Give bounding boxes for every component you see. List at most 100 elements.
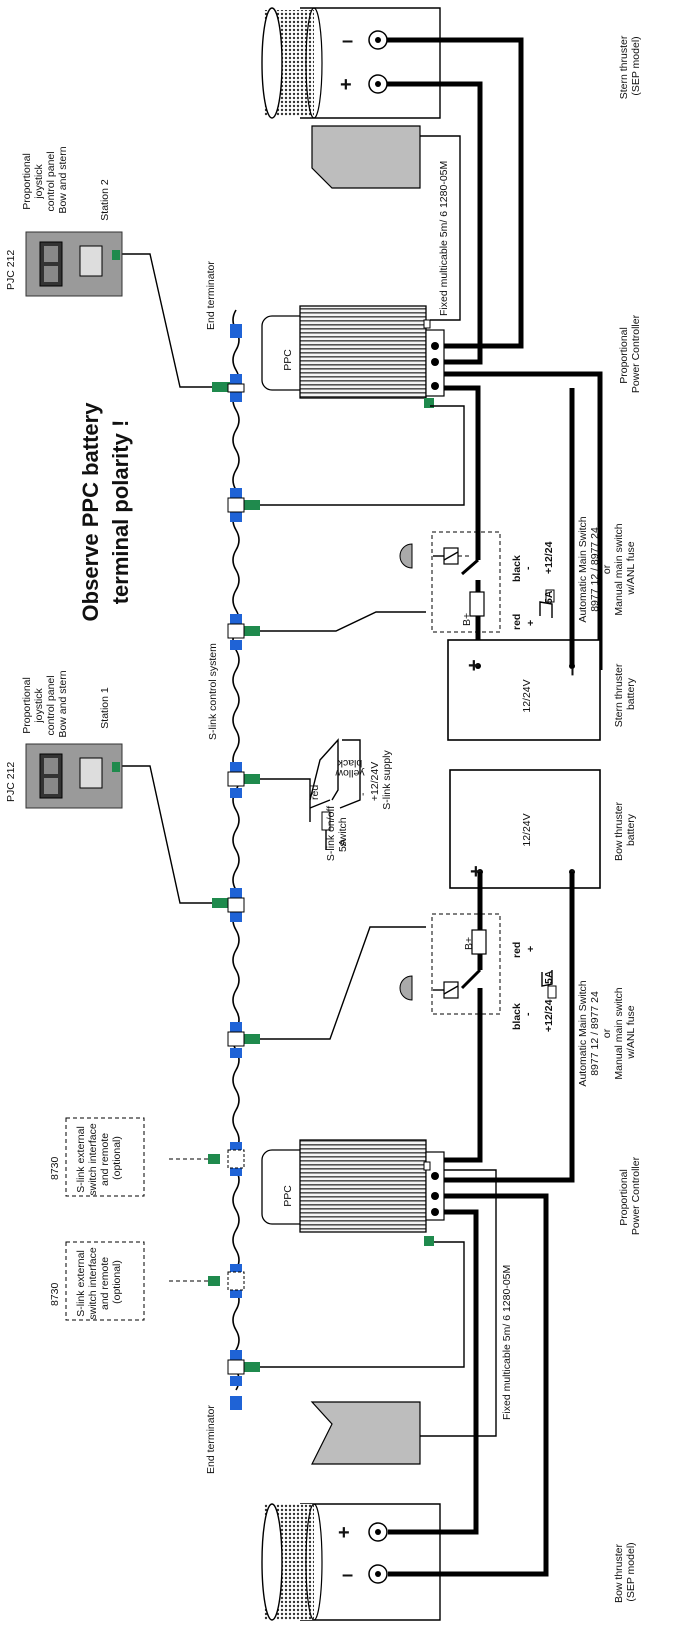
stern-switch-knob-icon <box>399 543 413 569</box>
stern-ppc: PPC <box>261 305 445 408</box>
svg-text:S-link external switch i: S-link external switch interface and rem… <box>75 1244 123 1319</box>
bow-switch-minus: - <box>522 1012 534 1016</box>
interface1-desc-2: switch interface <box>87 1123 99 1196</box>
svg-text:Proportional joystick: Proportional joystick control panel Bow … <box>21 670 69 737</box>
end-terminator-bottom-icon <box>230 1396 242 1410</box>
stern-main-switch-2: 8977 12 / 8977 24 <box>589 527 601 612</box>
station2-desc-4: Bow and stern <box>57 146 69 213</box>
end-terminator-bottom-label: End terminator <box>205 1405 217 1474</box>
tee-7-optional <box>208 1142 245 1176</box>
bow-wire-black: black <box>511 1003 523 1030</box>
station1-desc-1: Proportional <box>21 677 33 734</box>
svg-text:S-link on/off switch: S-link on/off switch <box>325 803 349 861</box>
bow-thruster-label-2: (SEP model) <box>625 1542 637 1601</box>
bow-battery-label-1: Bow thruster <box>613 801 625 860</box>
stern-wire-black: black <box>511 555 523 582</box>
slink-red: red <box>309 785 321 800</box>
stern-battery-voltage: 12/24V <box>521 679 533 712</box>
interface2-desc-2: switch interface <box>87 1247 99 1320</box>
end-terminator-top-icon <box>230 324 242 338</box>
bow-wire-red: red <box>511 942 523 958</box>
stern-thruster-plus: + <box>340 74 352 96</box>
bow-thruster-minus: – <box>342 1564 353 1586</box>
svg-text:Proportional Power Control: Proportional Power Controller <box>618 1156 642 1235</box>
tee-1 <box>212 374 245 402</box>
bow-main-switch-5: w/ANL fuse <box>625 1005 637 1059</box>
joystick-panel-station2 <box>25 231 123 297</box>
svg-text:Bow thruster battery: Bow thruster battery <box>613 799 637 861</box>
bow-fuse-label: 5A <box>543 970 555 984</box>
stern-thruster-minus: – <box>342 30 353 52</box>
bow-motor-relay-box <box>310 1401 421 1465</box>
bow-switch-knob-icon <box>399 975 413 1001</box>
interface1-desc-4: (optional) <box>111 1136 123 1180</box>
slink-switch-1: S-link on/off <box>325 806 337 861</box>
tee-5 <box>212 888 245 922</box>
bow-main-switch-4: Manual main switch <box>613 987 625 1079</box>
stern-fuse-label: 5A <box>543 590 555 604</box>
slink-backbone <box>232 309 240 1391</box>
station2-desc-2: joystick <box>33 164 45 200</box>
stern-ppc-label: PPC <box>282 349 294 371</box>
interface2-desc-1: S-link external <box>75 1250 87 1317</box>
svg-text:Proportional Power Control: Proportional Power Controller <box>618 314 642 393</box>
stern-battery: + – 12/24V <box>447 639 601 741</box>
svg-text:Stern thruster (SEP model): Stern thruster (SEP model) <box>618 33 642 100</box>
stern-main-switch-1: Automatic Main Switch <box>577 516 589 622</box>
slink-tee-connectors <box>208 324 260 1410</box>
interface-box-2: 8730 S-link external switch interface an… <box>49 1241 145 1321</box>
bow-thruster: + – <box>261 1401 441 1621</box>
bow-battery-plus: + <box>470 861 482 883</box>
stern-battery-label-1: Stern thruster <box>613 663 625 727</box>
bow-thruster-plus: + <box>338 1522 350 1544</box>
stern-supply-label: +12/24 <box>543 541 555 574</box>
headline-line1: Observe PPC battery <box>78 402 103 622</box>
interface-box-1: 8730 S-link external switch interface an… <box>49 1117 145 1197</box>
tee-4 <box>227 762 260 798</box>
svg-text:Proportional joystick: Proportional joystick control panel Bow … <box>21 146 69 213</box>
slink-fuse: 5A <box>337 839 349 852</box>
bow-thruster-label-1: Bow thruster <box>613 1543 625 1602</box>
stern-thruster-label-1: Stern thruster <box>618 35 630 99</box>
bow-controller-label-2: Power Controller <box>630 1156 642 1235</box>
stern-controller-label-1: Proportional <box>618 327 630 384</box>
stern-motor-relay-box <box>311 125 421 189</box>
interface1-desc-1: S-link external <box>75 1126 87 1193</box>
bow-main-switch-3: or <box>601 1028 613 1038</box>
slink-yellow: yellow <box>335 767 365 779</box>
stern-thruster: – + <box>261 7 441 189</box>
bow-battery-label-2: battery <box>625 813 637 846</box>
stern-battery-label-2: battery <box>625 677 637 710</box>
slink-supply-1: +12/24V <box>369 762 381 801</box>
station2-label: Station 2 <box>99 179 111 221</box>
bow-bplus: B+ <box>463 937 475 950</box>
tee-3 <box>227 614 260 650</box>
bow-multicable-label: Fixed multicable 5m/ 6 1280-05M <box>501 1265 513 1420</box>
bow-battery: + – 12/24V <box>449 769 601 889</box>
end-terminator-top-label: End terminator <box>205 261 217 330</box>
stern-main-switch-5: w/ANL fuse <box>625 541 637 595</box>
slink-supply: red yellow black - 5A <box>260 738 369 852</box>
slink-system-label: S-link control system <box>207 643 219 740</box>
station2-desc-1: Proportional <box>21 153 33 210</box>
bow-switch-plus: + <box>525 946 537 952</box>
tee-2 <box>227 488 260 522</box>
interface1-code: 8730 <box>49 1156 61 1180</box>
stern-main-switch: B+ black - red + 5A +12/24 <box>399 531 555 633</box>
bow-supply-label: +12/24 <box>543 999 555 1032</box>
headline-line2: terminal polarity ! <box>108 420 133 605</box>
station1-label: Station 1 <box>99 687 111 729</box>
stern-thruster-label-2: (SEP model) <box>630 36 642 95</box>
joystick-panel-station1 <box>25 743 123 809</box>
stern-switch-minus: - <box>522 566 534 570</box>
bow-ppc: PPC <box>261 1139 445 1246</box>
slink-minus: - <box>357 792 369 796</box>
slink-supply-2: S-link supply <box>381 749 393 809</box>
slink-black: black <box>337 757 362 769</box>
stern-multicable-label: Fixed multicable 5m/ 6 1280-05M <box>438 161 450 316</box>
stern-switch-plus: + <box>525 620 537 626</box>
panel-display-icon <box>79 757 103 789</box>
bow-main-switch: B+ black - red + 5A +12/24 <box>399 913 557 1032</box>
stern-controller-label-2: Power Controller <box>630 314 642 393</box>
